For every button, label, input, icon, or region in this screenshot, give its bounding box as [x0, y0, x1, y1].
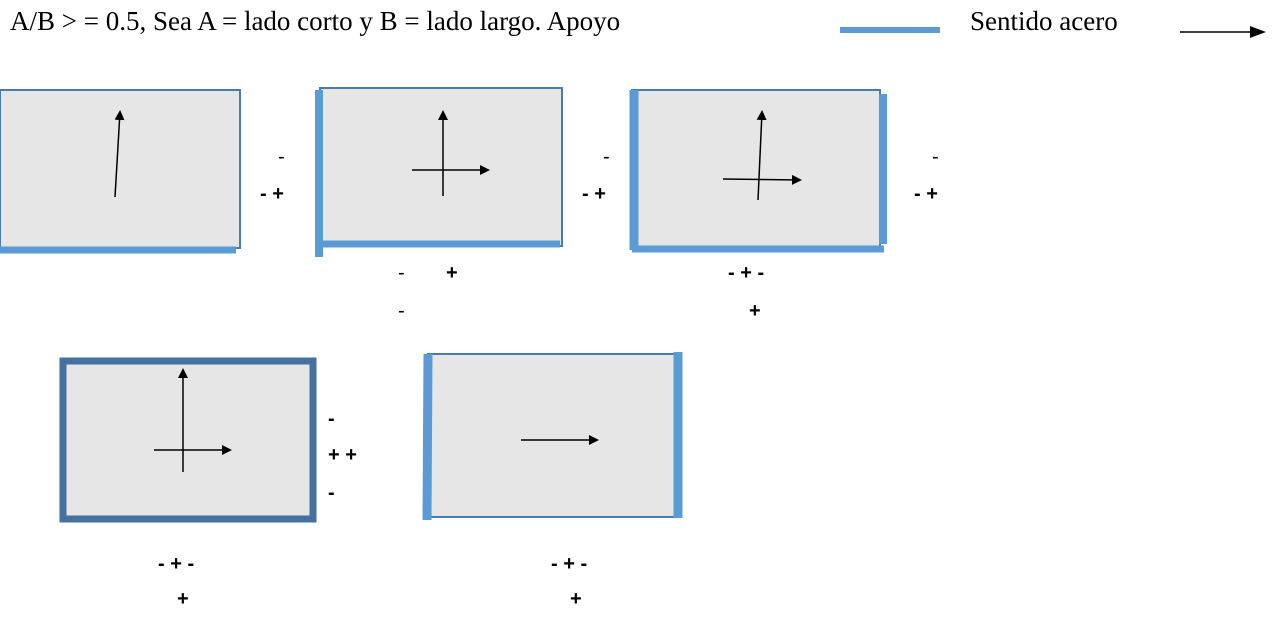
- panel-4-below-top: - + -: [158, 553, 195, 575]
- panel-4-sign-mid: + +: [328, 444, 357, 466]
- panel-5-below-bottom: +: [570, 588, 582, 610]
- panel-2-below-a: -: [398, 262, 405, 284]
- header-text: A/B > = 0.5, Sea A = lado corto y B = la…: [10, 6, 621, 36]
- apoyo-legend-swatch: [840, 27, 940, 33]
- header: A/B > = 0.5, Sea A = lado corto y B = la…: [10, 6, 1118, 37]
- panel-5: [422, 352, 683, 521]
- panel-2: [315, 87, 563, 257]
- panel-2-sign-bottom: - +: [582, 183, 606, 205]
- acero-legend-arrow-icon: [1180, 26, 1266, 38]
- panel-1-sign-bottom: - +: [260, 183, 284, 205]
- panel-3-sign-top: -: [932, 146, 939, 168]
- steel-arrow-horizontal: [722, 174, 802, 185]
- panel-3-sign-bottom: - +: [914, 183, 938, 205]
- panel-2-sign-top: -: [603, 146, 610, 168]
- support-left: [422, 353, 433, 521]
- panel-2-below-b: +: [446, 262, 458, 284]
- panel-3: [629, 89, 887, 253]
- panel-4-below-bottom: +: [177, 588, 189, 610]
- steel-arrow-vertical: [756, 110, 767, 201]
- panel-1-sign-top: -: [278, 146, 285, 168]
- panel-4: [59, 357, 317, 523]
- panel-4-sign-bottom: -: [328, 482, 335, 504]
- panel-4-sign-top: -: [328, 408, 335, 430]
- panel-1: [0, 89, 241, 254]
- steel-arrow-vertical: [114, 110, 125, 198]
- panel-2-below-c: -: [398, 300, 405, 322]
- panel-3-below-top: - + -: [728, 262, 765, 284]
- acero-legend-label: Sentido acero: [970, 6, 1118, 36]
- panel-5-below-top: - + -: [551, 553, 588, 575]
- panel-3-below-bottom: +: [749, 300, 761, 322]
